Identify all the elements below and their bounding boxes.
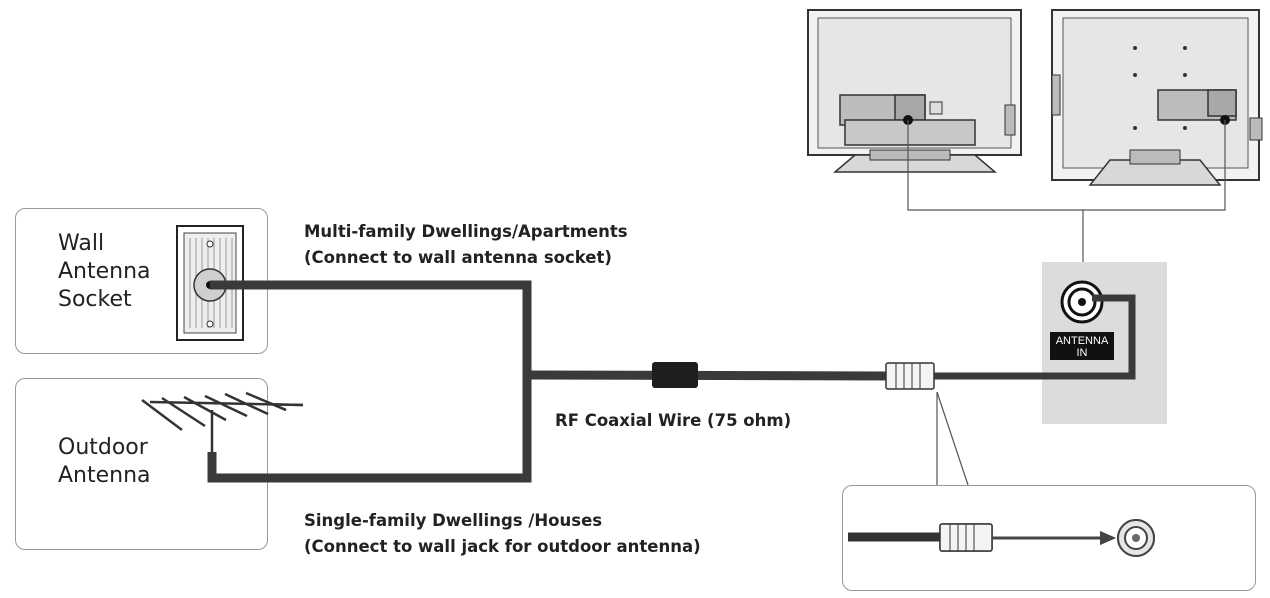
wall-socket-label: Wall Antenna Socket	[58, 231, 151, 312]
outdoor-antenna-label: Outdoor Antenna	[58, 435, 151, 488]
coax-plug-icon	[885, 362, 935, 390]
cable-label: RF Coaxial Wire (75 ohm)	[555, 411, 792, 430]
tv-rear-icon	[1051, 9, 1263, 186]
single-family-caption: Single-family Dwellings /Houses (Connect…	[304, 511, 701, 556]
tv-rear-icon	[807, 9, 1022, 173]
detail-box	[842, 485, 1256, 591]
antenna-in-badge: ANTENNA IN	[1050, 332, 1114, 360]
antenna-jack-icon	[1060, 280, 1104, 324]
multi-family-caption: Multi-family Dwellings/Apartments (Conne…	[304, 222, 628, 267]
